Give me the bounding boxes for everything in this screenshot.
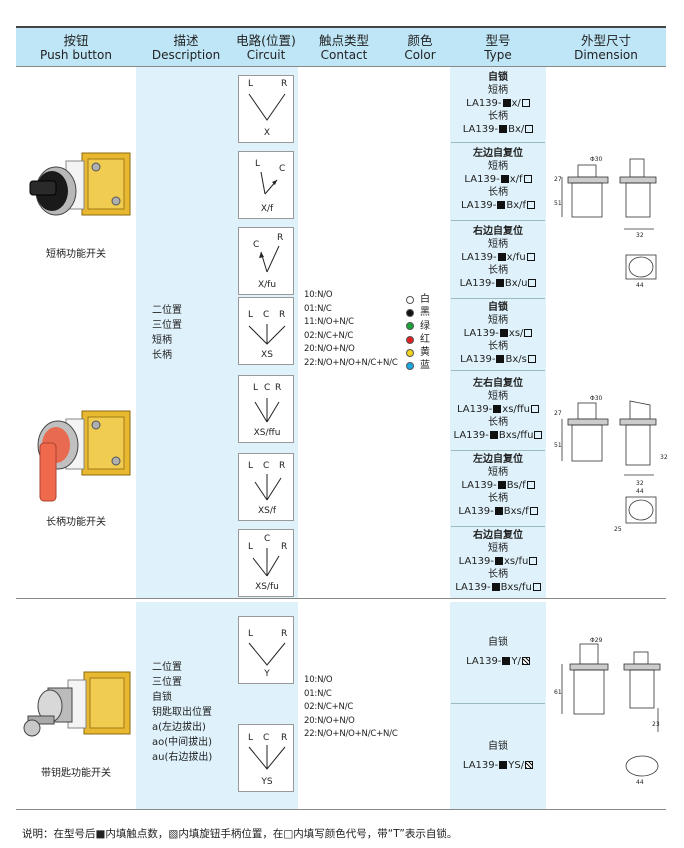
- footer-note: 说明：在型号后■内填触点数，▧内填旋钮手柄位置，在□内填写颜色代号，带“T”表示…: [22, 828, 458, 840]
- svg-text:44: 44: [636, 779, 644, 786]
- svg-text:51: 51: [554, 442, 562, 449]
- long-handle-switch-photo: [37, 410, 131, 502]
- svg-text:44: 44: [636, 488, 644, 495]
- contact-type: 02:N/C+N/C: [304, 702, 354, 713]
- svg-text:Φ30: Φ30: [590, 156, 603, 163]
- contact-type: 20:N/O+N/O: [304, 715, 355, 726]
- svg-text:Φ30: Φ30: [590, 395, 603, 402]
- type-cell: 左边自复位短柄 LA139-x/f 长柄 LA139-Bx/f: [451, 147, 545, 221]
- description-line: 二位置: [152, 662, 182, 673]
- type-cell: 自锁 LA139-YS/: [451, 740, 545, 780]
- circuit-x-fu: C R X/fu: [238, 227, 294, 295]
- svg-text:44: 44: [636, 282, 644, 289]
- dimension-drawing-long: Φ30 27 51 32 44 25 32: [554, 395, 668, 533]
- dimension-drawing-key: Φ29 61 23 44: [554, 637, 661, 786]
- section1-contacts: 10:N/O 01:N/C 11:N/O+N/C 02:N/C+N/C 20:N…: [304, 289, 398, 371]
- svg-text:23: 23: [652, 721, 660, 728]
- short-handle-switch-photo: [29, 152, 131, 216]
- long-handle-caption: 长柄功能开关: [46, 517, 106, 528]
- circuit-xs: L C R XS: [238, 297, 294, 365]
- svg-text:27: 27: [554, 176, 562, 183]
- svg-text:51: 51: [554, 200, 562, 207]
- svg-text:27: 27: [554, 410, 562, 417]
- description-line: 三位置: [152, 677, 182, 688]
- description-line: 长柄: [152, 350, 172, 361]
- section1-description: 二位置 三位置 短柄 长柄: [152, 303, 182, 363]
- svg-text:25: 25: [614, 526, 622, 533]
- circuit-xs-f: L C R XS/f: [238, 453, 294, 521]
- dimension-drawing-short: Φ30 27 51 32 44: [554, 156, 657, 289]
- description-line: 自锁: [152, 692, 172, 703]
- color-blue: 蓝: [406, 359, 430, 372]
- type-cell: 自锁短柄 LA139-xs/ 长柄 LA139-Bx/s: [451, 301, 545, 371]
- section2-contacts: 10:N/O 01:N/C 02:N/C+N/C 20:N/O+N/O 22:N…: [304, 674, 398, 742]
- contact-type: 10:N/O: [304, 290, 333, 300]
- description-line: ao(中间拔出): [152, 737, 213, 748]
- color-yellow: 黄: [406, 346, 430, 359]
- type-cell: 自锁 LA139-Y/: [451, 636, 545, 704]
- contact-type: 11:N/O+N/C: [304, 317, 354, 328]
- key-switch-caption: 带钥匙功能开关: [41, 768, 111, 779]
- key-switch-photo: [23, 671, 131, 737]
- description-line: au(右边拔出): [152, 752, 213, 763]
- circuit-xs-fu: L C R XS/fu: [238, 529, 294, 597]
- color-white: 白: [406, 293, 430, 306]
- section2-description: 二位置 三位置 自锁 钥匙取出位置 a(左边拔出) ao(中间拔出) au(右边…: [152, 660, 212, 765]
- contact-type: 22:N/O+N/O+N/C+N/C: [304, 729, 398, 740]
- circuit-xs-ffu: L C R XS/ffu: [238, 375, 294, 443]
- type-cell: 左边自复位短柄 LA139-Bs/f 长柄 LA139-Bxs/f: [451, 453, 545, 527]
- svg-text:32: 32: [660, 454, 668, 461]
- color-green: 绿: [406, 320, 430, 333]
- type-cell: 自锁短柄 LA139-x/ 长柄 LA139-Bx/: [451, 71, 545, 143]
- color-black: 黑: [406, 306, 430, 319]
- short-handle-caption: 短柄功能开关: [46, 249, 106, 260]
- svg-text:61: 61: [554, 689, 562, 696]
- contact-type: 22:N/O+N/O+N/C+N/C: [304, 357, 398, 368]
- circuit-x: L R X: [238, 75, 294, 143]
- description-line: 短柄: [152, 335, 172, 346]
- circuit-x-f: L C X/f: [238, 151, 294, 219]
- header-circuit: 电路(位置)Circuit: [236, 33, 296, 62]
- description-line: 二位置: [152, 305, 182, 316]
- type-band: [450, 602, 546, 809]
- type-cell: 右边自复位短柄 LA139-xs/fu 长柄 LA139-Bxs/fu: [451, 529, 545, 599]
- svg-text:32: 32: [636, 232, 644, 239]
- description-line: 钥匙取出位置: [152, 707, 212, 718]
- description-line: 三位置: [152, 320, 182, 331]
- contact-type: 20:N/O+N/O: [304, 344, 355, 355]
- description-band: [136, 67, 234, 598]
- contact-type: 10:N/O: [304, 675, 333, 685]
- description-band: [136, 602, 234, 809]
- circuit-y: L R Y: [238, 616, 294, 684]
- contact-type: 01:N/C: [304, 303, 332, 314]
- description-line: a(左边拔出): [152, 722, 206, 733]
- section-rotary-switch: 短柄功能开关 长柄功能开关 二位置 三位置 短柄 长柄 L R X L C X/…: [16, 67, 668, 599]
- type-cell: 左右自复位短柄 LA139-xs/ffu 长柄 LA139-Bxs/ffu: [451, 377, 545, 451]
- type-cell: 右边自复位短柄 LA139-x/fu 长柄 LA139-Bx/u: [451, 225, 545, 299]
- svg-text:32: 32: [636, 480, 644, 487]
- color-list: 白 黑 绿 红 黄 蓝: [406, 293, 430, 373]
- contact-type: 01:N/C: [304, 688, 332, 699]
- svg-text:Φ29: Φ29: [590, 637, 603, 644]
- color-red: 红: [406, 333, 430, 346]
- section-key-switch: 带钥匙功能开关 二位置 三位置 自锁 钥匙取出位置 a(左边拔出) ao(中间拔…: [16, 602, 666, 810]
- circuit-ys: L C R YS: [238, 724, 294, 792]
- contact-type: 02:N/C+N/C: [304, 330, 354, 341]
